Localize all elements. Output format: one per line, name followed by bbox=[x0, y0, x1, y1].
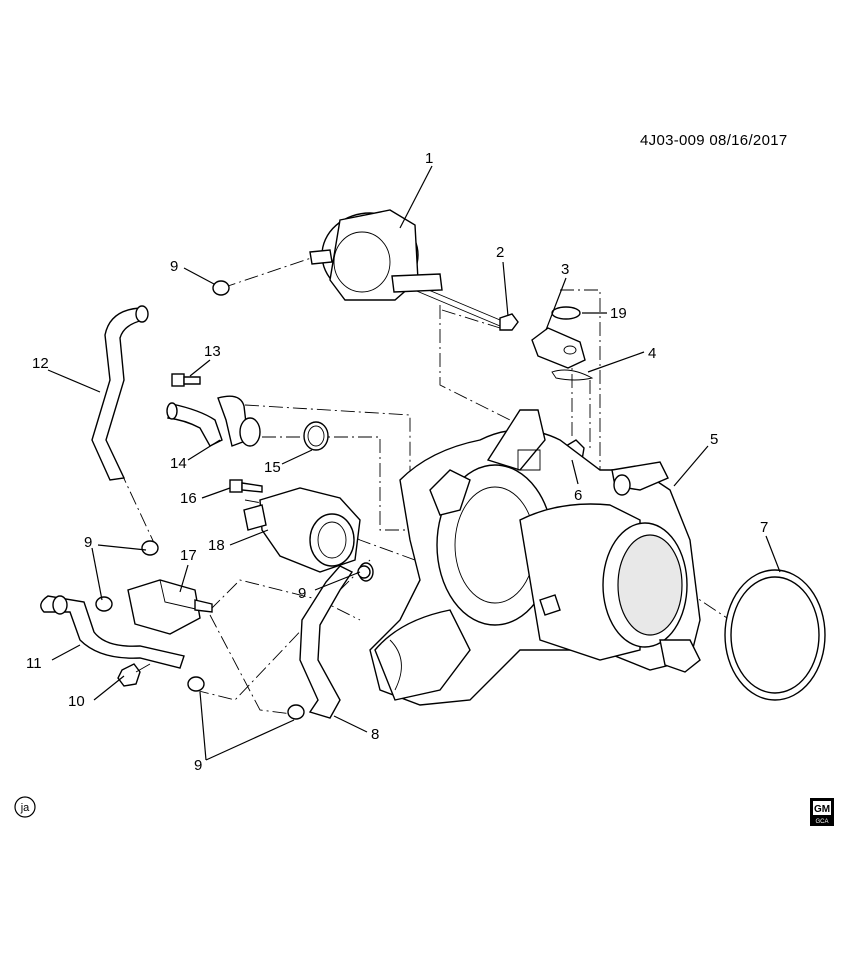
part-13-bolt bbox=[171, 373, 201, 387]
callout-9-middle: 9 bbox=[298, 585, 306, 602]
callout-11: 11 bbox=[26, 655, 42, 672]
part-14-pipe bbox=[166, 395, 261, 447]
diagram-code-date: 4J03-009 08/16/2017 bbox=[640, 132, 788, 149]
part-2-nut bbox=[499, 313, 519, 331]
language-badge-text: ja bbox=[20, 802, 30, 814]
callout-5: 5 bbox=[710, 431, 718, 448]
part-9-clamps bbox=[95, 280, 371, 720]
language-badge: ja bbox=[14, 796, 36, 818]
part-18-bypass-valve bbox=[243, 487, 361, 573]
callout-2: 2 bbox=[496, 244, 504, 261]
part-19-clip bbox=[551, 306, 581, 320]
callout-17: 17 bbox=[180, 547, 197, 564]
part-17-solenoid bbox=[127, 579, 213, 635]
part-5-turbocharger bbox=[369, 409, 701, 706]
part-10-bolt bbox=[117, 663, 151, 687]
callout-7: 7 bbox=[760, 519, 768, 536]
gm-logo-text: GM bbox=[814, 804, 830, 815]
callout-4: 4 bbox=[648, 345, 656, 362]
callout-19: 19 bbox=[610, 305, 627, 322]
leader-lines bbox=[47, 165, 781, 761]
callout-18: 18 bbox=[208, 537, 225, 554]
part-1-wastegate-actuator bbox=[309, 209, 501, 327]
callout-3: 3 bbox=[561, 261, 569, 278]
part-12-hose bbox=[91, 305, 149, 481]
part-4-retainer bbox=[551, 369, 594, 381]
part-15-seal bbox=[303, 421, 329, 451]
callout-numbers: 1 2 3 4 5 6 7 8 9 9 9 9 10 11 12 13 14 1… bbox=[26, 150, 768, 774]
callout-9-top: 9 bbox=[170, 258, 178, 275]
part-7-gasket bbox=[724, 569, 826, 701]
callout-6: 6 bbox=[574, 487, 582, 504]
callout-14: 14 bbox=[170, 455, 187, 472]
callout-1: 1 bbox=[425, 150, 433, 167]
callout-15: 15 bbox=[264, 459, 281, 476]
callout-8: 8 bbox=[371, 726, 379, 743]
part-11-hose bbox=[40, 595, 185, 669]
part-8-hose bbox=[299, 562, 374, 719]
part-3-bracket bbox=[531, 327, 586, 369]
callout-9-bottom: 9 bbox=[194, 757, 202, 774]
callout-16: 16 bbox=[180, 490, 197, 507]
part-16-bolt bbox=[229, 479, 263, 493]
callout-10: 10 bbox=[68, 693, 85, 710]
callout-13: 13 bbox=[204, 343, 221, 360]
callout-9-left: 9 bbox=[84, 534, 92, 551]
gm-logo: GM GCA bbox=[810, 798, 834, 826]
callout-12: 12 bbox=[32, 355, 49, 372]
gm-logo-subtext: GCA bbox=[815, 819, 828, 825]
